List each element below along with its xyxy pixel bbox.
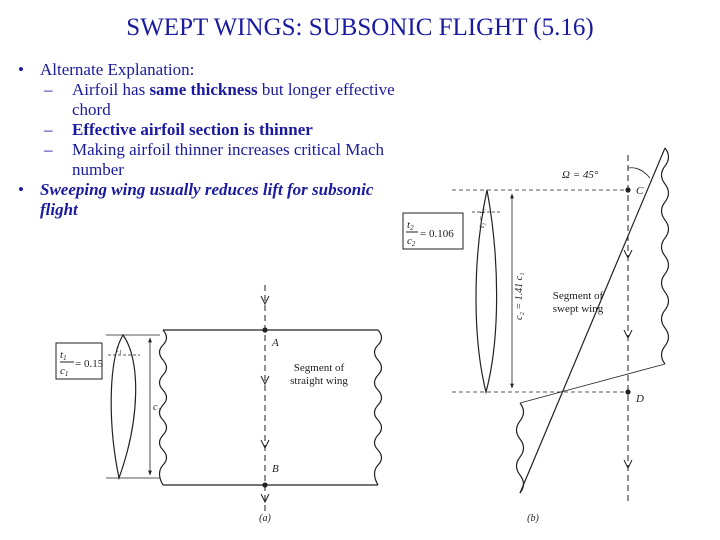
bullet-text: Sweeping wing usually reduces lift for s… xyxy=(40,180,374,219)
segment-straight-label-1: Segment of xyxy=(294,362,345,374)
bullet-marker: • xyxy=(18,180,24,199)
point-d-label: D xyxy=(635,393,644,405)
sub-bullet-text-post: but longer effective chord xyxy=(72,80,395,119)
dim-thickness-b: t₂ = t₁ xyxy=(477,208,486,228)
sub-bullet-text-bold: same thickness xyxy=(149,80,258,99)
sub-bullet-thinner-section: – Effective airfoil section is thinner xyxy=(12,120,412,140)
svg-text:c1: c1 xyxy=(60,365,68,378)
bullet-alternate-explanation: • Alternate Explanation: xyxy=(12,60,412,80)
svg-text:t1: t1 xyxy=(60,349,67,362)
bullet-marker: • xyxy=(18,60,24,79)
sub-bullet-text: Effective airfoil section is thinner xyxy=(72,120,313,139)
ratio-box-a xyxy=(55,342,103,380)
straight-wing-figure xyxy=(55,285,383,512)
ratio-box-b xyxy=(402,212,464,250)
sub-bullet-same-thickness: – Airfoil has same thickness but longer … xyxy=(12,80,412,120)
swept-leading-edge xyxy=(519,147,666,494)
ratio-a-c-sub: 1 xyxy=(65,370,69,378)
segment-swept-label-1: Segment of xyxy=(553,290,604,302)
dim-thickness-a: t₁ xyxy=(116,344,122,354)
bullet-list: • Alternate Explanation: – Airfoil has s… xyxy=(12,60,412,220)
segment-swept-label-2: swept wing xyxy=(553,303,604,315)
bullet-text: Alternate Explanation: xyxy=(40,60,195,79)
svg-text:c2: c2 xyxy=(407,235,416,248)
wing-edge-left-a xyxy=(158,329,168,486)
swept-wing-figure xyxy=(402,147,670,505)
ratio-b-t-sub: 2 xyxy=(410,224,414,232)
point-c-label: C xyxy=(636,185,644,197)
sweep-angle-label: Ω = 45° xyxy=(562,169,599,181)
dash-marker: – xyxy=(44,120,53,139)
dim-chord-a: c₁ xyxy=(153,402,161,413)
sub-bullet-text-pre: Airfoil has xyxy=(72,80,150,99)
bullet-sweeping-reduces-lift: • Sweeping wing usually reduces lift for… xyxy=(12,180,412,220)
wing-edge-left-b xyxy=(515,402,525,494)
slide-title: SWEPT WINGS: SUBSONIC FLIGHT (5.16) xyxy=(126,14,594,41)
dim-chord-b: c₂ = 1.41 c₁ xyxy=(514,272,525,320)
ratio-a-t-sub: 1 xyxy=(63,354,67,362)
svg-text:t2: t2 xyxy=(407,219,414,232)
caption-a: (a) xyxy=(259,513,271,524)
wing-edge-right-a xyxy=(373,329,383,486)
ratio-a-value: = 0.15 xyxy=(75,358,104,370)
ratio-b-c: c xyxy=(407,235,412,247)
ratio-a-t: t xyxy=(60,349,64,361)
ratio-b-c-sub: 2 xyxy=(412,240,416,248)
swept-wing-labels: t2 c2 = 0.106 t₂ = t₁ c₂ = 1.41 c₁ Ω = 4… xyxy=(407,169,644,524)
sub-bullet-text: Making airfoil thinner increases critica… xyxy=(72,140,385,179)
segment-straight-label-2: straight wing xyxy=(290,375,348,387)
point-a-label: A xyxy=(271,337,279,349)
wing-edge-right-b xyxy=(660,147,670,365)
dash-marker: – xyxy=(44,80,53,99)
point-b-label: B xyxy=(272,463,279,475)
sub-bullet-critical-mach: – Making airfoil thinner increases criti… xyxy=(12,140,412,180)
airfoil-swept xyxy=(475,189,498,395)
airfoil-straight xyxy=(110,333,137,481)
straight-wing-labels: t1 c1 = 0.15 t₁ c₁ A B Segment of straig… xyxy=(60,337,348,524)
ratio-b-value: = 0.106 xyxy=(420,228,454,240)
ratio-b-t: t xyxy=(407,219,411,231)
caption-b: (b) xyxy=(527,513,539,524)
ratio-a-c: c xyxy=(60,365,65,377)
dash-marker: – xyxy=(44,140,53,159)
